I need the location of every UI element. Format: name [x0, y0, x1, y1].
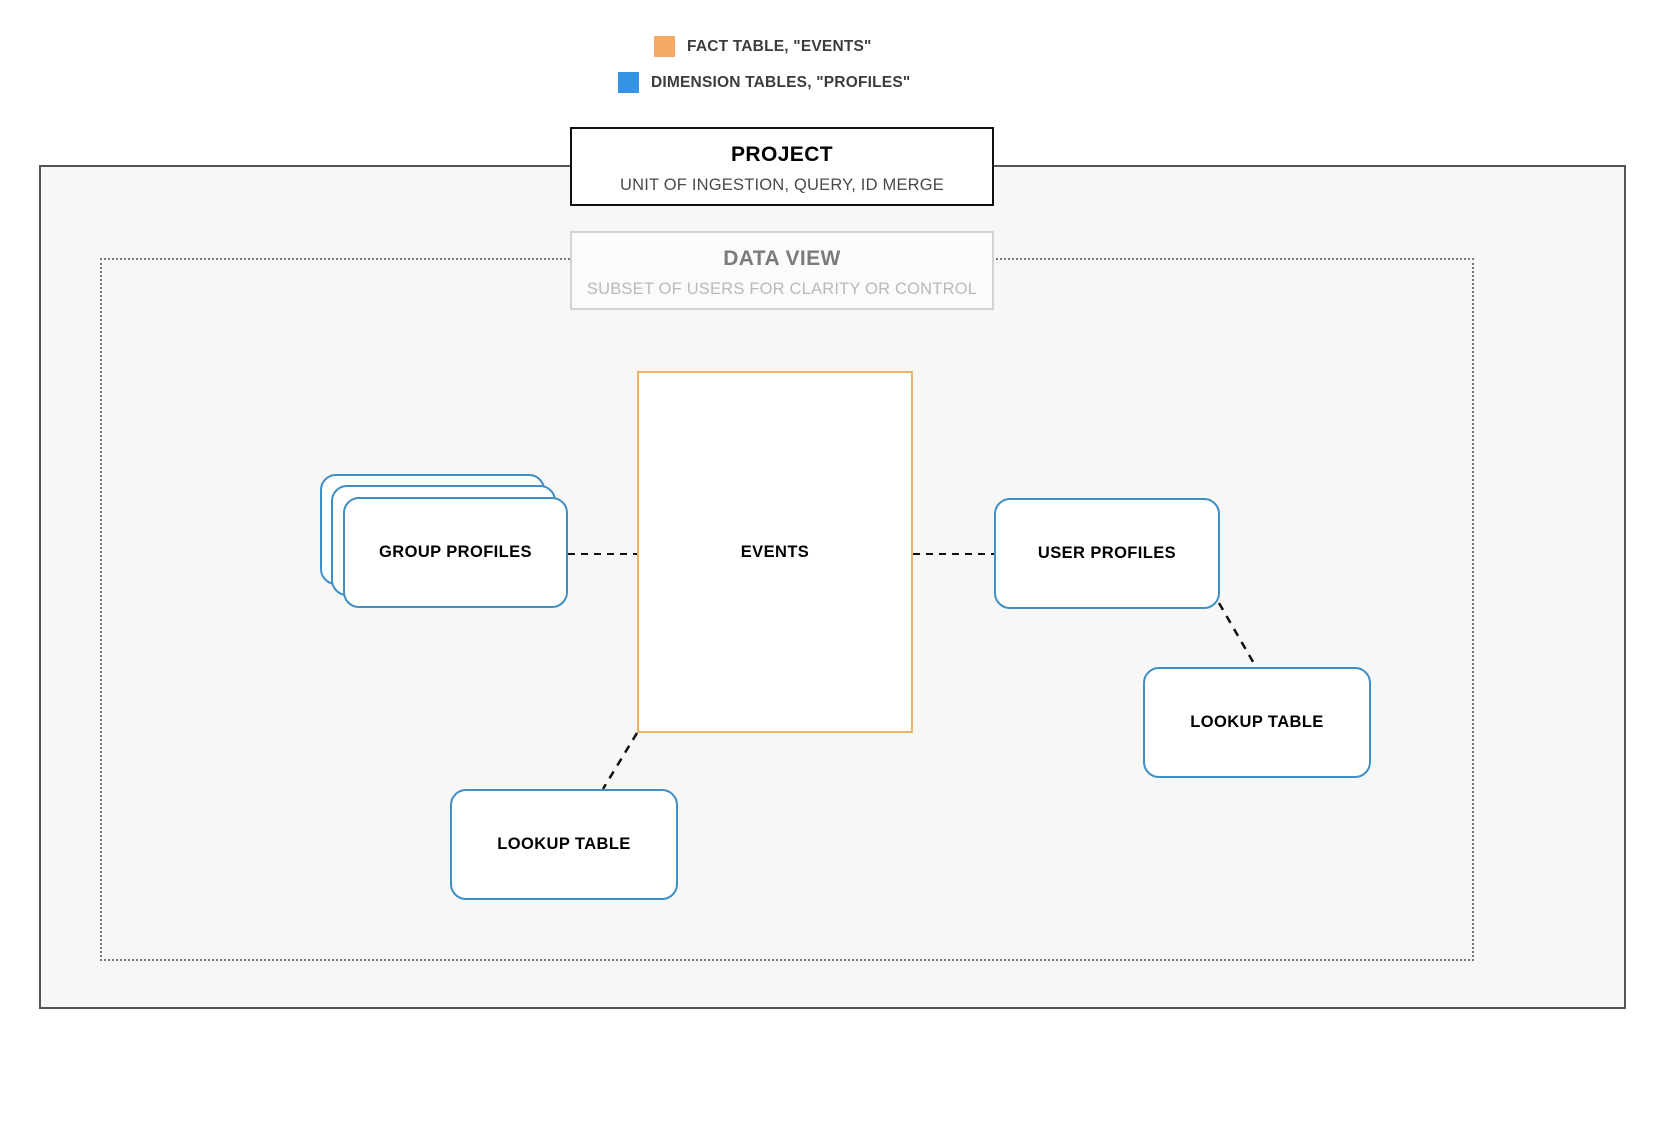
node-lookup-table-right-label: LOOKUP TABLE — [1190, 713, 1324, 731]
data-view-title: DATA VIEW — [723, 247, 841, 270]
legend-item-dimension-tables: DIMENSION TABLES, "PROFILES" — [618, 72, 910, 93]
orange-square-swatch — [654, 36, 675, 57]
node-lookup-table-left[interactable]: LOOKUP TABLE — [450, 789, 678, 900]
data-view-title-card: DATA VIEW SUBSET OF USERS FOR CLARITY OR… — [570, 231, 994, 310]
project-subtitle: UNIT OF INGESTION, QUERY, ID MERGE — [619, 176, 944, 194]
project-title-card: PROJECT UNIT OF INGESTION, QUERY, ID MER… — [570, 127, 994, 206]
legend-label-fact-table: FACT TABLE, "EVENTS" — [687, 37, 872, 55]
node-group-profiles[interactable]: GROUP PROFILES — [320, 474, 568, 608]
project-title: PROJECT — [731, 143, 833, 166]
blue-square-swatch — [618, 72, 639, 93]
node-user-profiles[interactable]: USER PROFILES — [994, 498, 1220, 609]
node-lookup-table-left-label: LOOKUP TABLE — [497, 835, 631, 853]
data-view-subtitle: SUBSET OF USERS FOR CLARITY OR CONTROL — [586, 280, 978, 298]
node-lookup-table-right[interactable]: LOOKUP TABLE — [1143, 667, 1371, 778]
node-user-profiles-label: USER PROFILES — [1037, 544, 1177, 562]
node-group-profiles-label: GROUP PROFILES — [379, 543, 532, 561]
node-events[interactable]: EVENTS — [637, 371, 913, 733]
legend-label-dimension-tables: DIMENSION TABLES, "PROFILES" — [651, 73, 911, 91]
legend-item-fact-table: FACT TABLE, "EVENTS" — [654, 36, 872, 57]
node-events-label: EVENTS — [740, 542, 810, 561]
group-profiles-stack-card-front[interactable]: GROUP PROFILES — [343, 497, 568, 608]
